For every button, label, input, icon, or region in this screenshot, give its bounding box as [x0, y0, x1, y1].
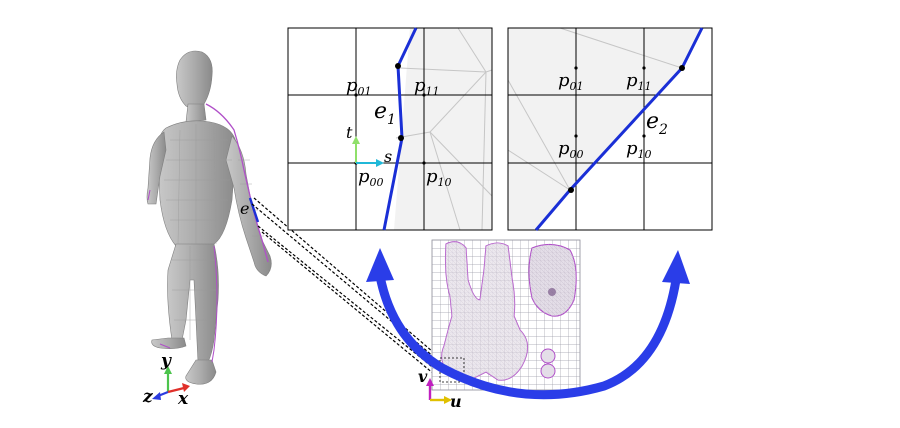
right-zoom-panel: p01 p11 p00 p10 e2 — [507, 27, 713, 231]
arrow-head-right — [662, 250, 690, 284]
right-p11: p11 — [626, 70, 652, 93]
left-p10: p10 — [426, 166, 452, 189]
right-grid — [507, 27, 713, 231]
left-e1: e1 — [374, 99, 396, 128]
axis-t-label: t — [346, 123, 353, 142]
left-vertex-1 — [395, 63, 401, 69]
axis-s-label: s — [384, 147, 392, 166]
body-mesh — [146, 50, 272, 385]
left-edge-e1 — [382, 27, 418, 231]
seam-outline — [205, 103, 269, 263]
right-edge-e2 — [534, 27, 704, 231]
mapping-arrow — [366, 248, 690, 400]
right-vertex-2 — [568, 187, 574, 193]
axis-x-label: x — [177, 389, 189, 409]
uv-eye-chart-2 — [540, 363, 556, 379]
axis-v-label: v — [418, 367, 428, 386]
left-p00: p00 — [358, 166, 384, 189]
arrow-head-left — [366, 248, 394, 282]
right-p00: p00 — [558, 138, 584, 161]
uv-axes: v u — [418, 367, 462, 411]
left-p11: p11 — [414, 75, 440, 98]
left-p01: p01 — [346, 75, 372, 98]
right-vertex-1 — [679, 65, 685, 71]
uv-eye-chart-1 — [540, 348, 556, 364]
arm-edge — [248, 197, 260, 223]
uv-map: v u — [418, 239, 581, 411]
left-zoom-panel: t s p01 p11 p00 p10 e1 — [287, 27, 493, 231]
left-grid — [287, 27, 493, 231]
right-e2: e2 — [646, 109, 668, 138]
right-p10: p10 — [626, 138, 652, 161]
xyz-axes: y z x — [142, 351, 190, 409]
axis-z-label: z — [142, 387, 153, 407]
left-vertex-2 — [398, 135, 404, 141]
human-model: e y z x — [142, 50, 272, 409]
right-p01: p01 — [558, 70, 584, 93]
axis-u-label: u — [450, 392, 462, 411]
axis-y-label: y — [160, 351, 172, 371]
arm-edge-label: e — [240, 199, 249, 218]
